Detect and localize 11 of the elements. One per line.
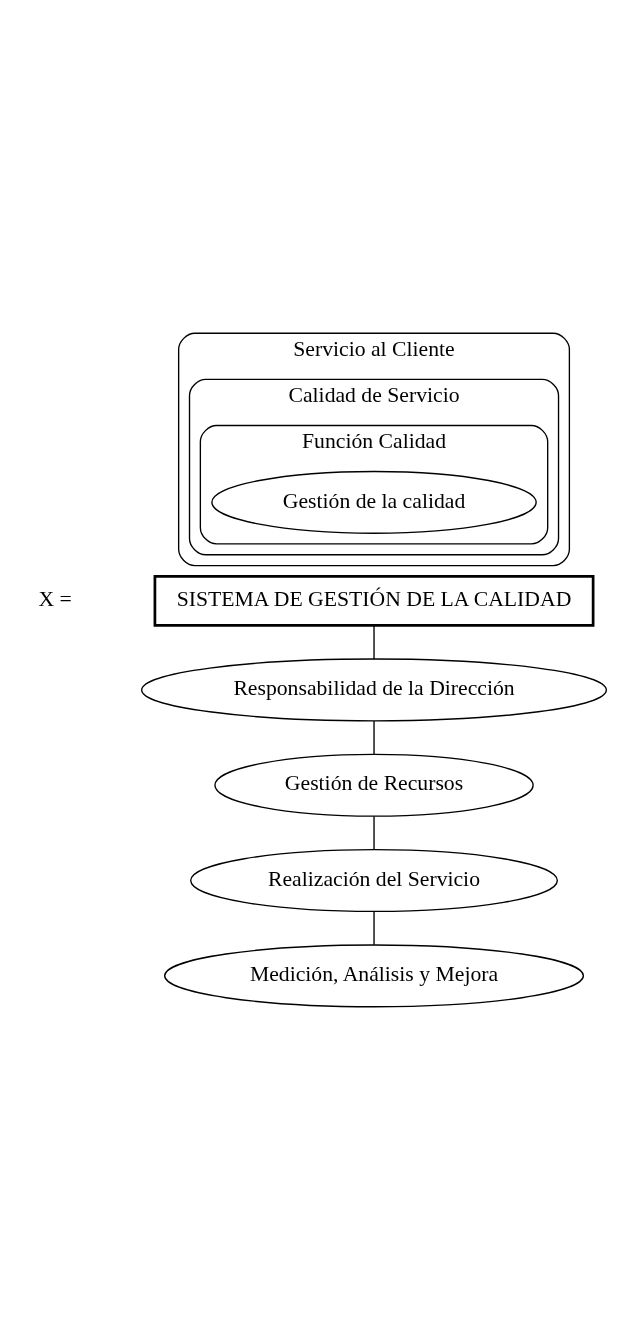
node-ellipse: Medición, Análisis y Mejora (164, 944, 585, 1008)
node-box: SISTEMA DE GESTIÓN DE LA CALIDAD (153, 575, 595, 627)
node-ellipse: Gestión de la calidad (211, 470, 537, 534)
label: X = (38, 587, 72, 612)
node-ellipse: Gestión de Recursos (214, 753, 534, 817)
connector (373, 624, 375, 660)
node-ellipse: Responsabilidad de la Dirección (141, 658, 608, 722)
connector (373, 911, 375, 946)
connector (373, 720, 375, 755)
connector (373, 815, 375, 851)
node-ellipse: Realización del Servicio (190, 849, 558, 913)
